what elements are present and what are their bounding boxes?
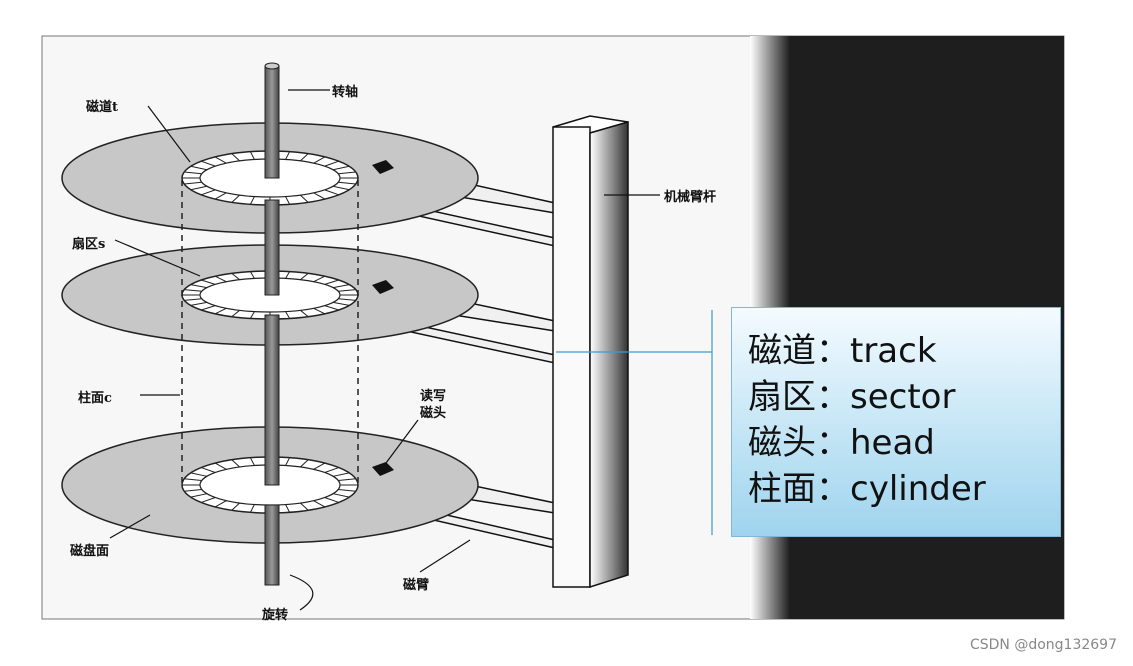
sector-tick bbox=[201, 496, 216, 503]
legend-item-cylinder: 柱面：cylinder bbox=[748, 469, 986, 509]
legend-box: 磁道：track 扇区：sector 磁头：head 柱面：cylinder bbox=[731, 307, 1061, 537]
sector-tick bbox=[190, 301, 208, 306]
label-rw-head-line2: 磁头 bbox=[420, 406, 447, 421]
sector-tick bbox=[201, 189, 216, 196]
sector-tick bbox=[300, 459, 309, 468]
sector-tick bbox=[184, 488, 202, 492]
sector-tick bbox=[184, 478, 202, 482]
sector-tick bbox=[332, 301, 350, 306]
sector-tick bbox=[332, 472, 350, 477]
label-cylinder: 柱面c bbox=[78, 391, 112, 406]
sector-tick bbox=[300, 194, 309, 203]
sector-tick bbox=[338, 488, 356, 492]
sector-tick bbox=[324, 279, 339, 285]
sector-tick bbox=[231, 502, 240, 511]
sector-tick bbox=[300, 153, 309, 162]
sector-tick bbox=[249, 504, 255, 513]
sector-tick bbox=[285, 151, 291, 160]
sector-tick bbox=[184, 289, 202, 292]
cylinder-lines bbox=[181, 180, 359, 488]
sector-tick bbox=[190, 493, 208, 498]
label-platter-surface: 磁盘面 bbox=[70, 544, 110, 559]
sector-ticks bbox=[182, 151, 358, 513]
sector-tick bbox=[190, 185, 208, 191]
sector-tick bbox=[338, 298, 356, 301]
label-sector: 扇区s bbox=[72, 237, 106, 252]
sector-tick bbox=[285, 271, 291, 279]
sector-tick bbox=[249, 311, 255, 319]
sector-tick bbox=[184, 171, 202, 175]
sector-tick bbox=[231, 153, 240, 162]
legend-item-track: 磁道：track bbox=[748, 331, 937, 371]
read-write-heads bbox=[372, 160, 394, 476]
sector-tick bbox=[190, 165, 208, 171]
sector-tick bbox=[300, 309, 309, 318]
sector-tick bbox=[249, 457, 255, 466]
label-actuator-arm: 机械臂杆 bbox=[664, 190, 717, 205]
platter-bottom bbox=[61, 426, 479, 544]
sector-tick bbox=[231, 194, 240, 203]
sector-tick bbox=[214, 500, 227, 508]
sector-tick bbox=[285, 311, 291, 319]
label-head-arm: 磁臂 bbox=[403, 578, 430, 593]
sector-tick bbox=[332, 185, 350, 191]
watermark: CSDN @dong132697 bbox=[969, 637, 1117, 653]
sector-tick bbox=[338, 171, 356, 175]
sector-tick bbox=[249, 271, 255, 279]
legend-item-sector: 扇区：sector bbox=[748, 377, 956, 417]
label-axis: 转轴 bbox=[332, 85, 359, 100]
spindle bbox=[264, 62, 280, 586]
sector-tick bbox=[214, 307, 227, 315]
sector-tick bbox=[285, 457, 291, 466]
leader-lines bbox=[109, 89, 713, 611]
sector-tick bbox=[338, 181, 356, 185]
sector-tick bbox=[214, 156, 227, 164]
sector-tick bbox=[313, 156, 326, 164]
sector-tick bbox=[324, 305, 339, 311]
label-track: 磁道t bbox=[86, 100, 119, 115]
label-rotation: 旋转 bbox=[262, 608, 289, 623]
sector-tick bbox=[190, 472, 208, 477]
sector-tick bbox=[338, 478, 356, 482]
actuator-post bbox=[552, 115, 629, 589]
sector-tick bbox=[332, 165, 350, 171]
sector-tick bbox=[332, 284, 350, 289]
sector-tick bbox=[338, 289, 356, 292]
sector-tick bbox=[300, 272, 309, 281]
sector-tick bbox=[313, 500, 326, 508]
sector-tick bbox=[249, 196, 255, 205]
sector-tick bbox=[285, 504, 291, 513]
sector-tick bbox=[313, 307, 326, 315]
sector-tick bbox=[231, 272, 240, 281]
sector-tick bbox=[324, 467, 339, 474]
sector-tick bbox=[300, 502, 309, 511]
sector-tick bbox=[324, 160, 339, 167]
sector-tick bbox=[313, 192, 326, 200]
sector-tick bbox=[231, 309, 240, 318]
sector-tick bbox=[332, 493, 350, 498]
sector-tick bbox=[184, 298, 202, 301]
sector-tick bbox=[324, 189, 339, 196]
sector-tick bbox=[324, 496, 339, 503]
sector-tick bbox=[201, 305, 216, 311]
sector-tick bbox=[214, 462, 227, 470]
label-rw-head-line1: 读写 bbox=[420, 389, 447, 404]
sector-tick bbox=[231, 459, 240, 468]
sector-tick bbox=[214, 275, 227, 283]
sector-tick bbox=[313, 462, 326, 470]
sector-tick bbox=[201, 467, 216, 474]
sector-tick bbox=[184, 181, 202, 185]
sector-tick bbox=[201, 160, 216, 167]
sector-tick bbox=[190, 284, 208, 289]
sector-tick bbox=[249, 151, 255, 160]
legend-item-head: 磁头：head bbox=[748, 423, 935, 463]
sector-tick bbox=[313, 275, 326, 283]
sector-tick bbox=[201, 279, 216, 285]
sector-tick bbox=[285, 196, 291, 205]
sector-tick bbox=[214, 192, 227, 200]
